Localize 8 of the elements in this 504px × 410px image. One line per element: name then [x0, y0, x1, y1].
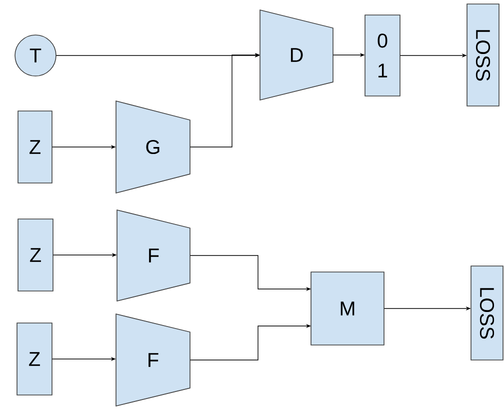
block: Z	[18, 110, 52, 184]
block: LOSS	[470, 266, 504, 360]
block: Z	[16, 322, 52, 396]
block: Z	[18, 218, 54, 292]
block: LOSS	[466, 4, 500, 106]
circle-node: T	[14, 34, 56, 76]
block: 0 1	[364, 14, 400, 96]
block: M	[310, 272, 384, 346]
